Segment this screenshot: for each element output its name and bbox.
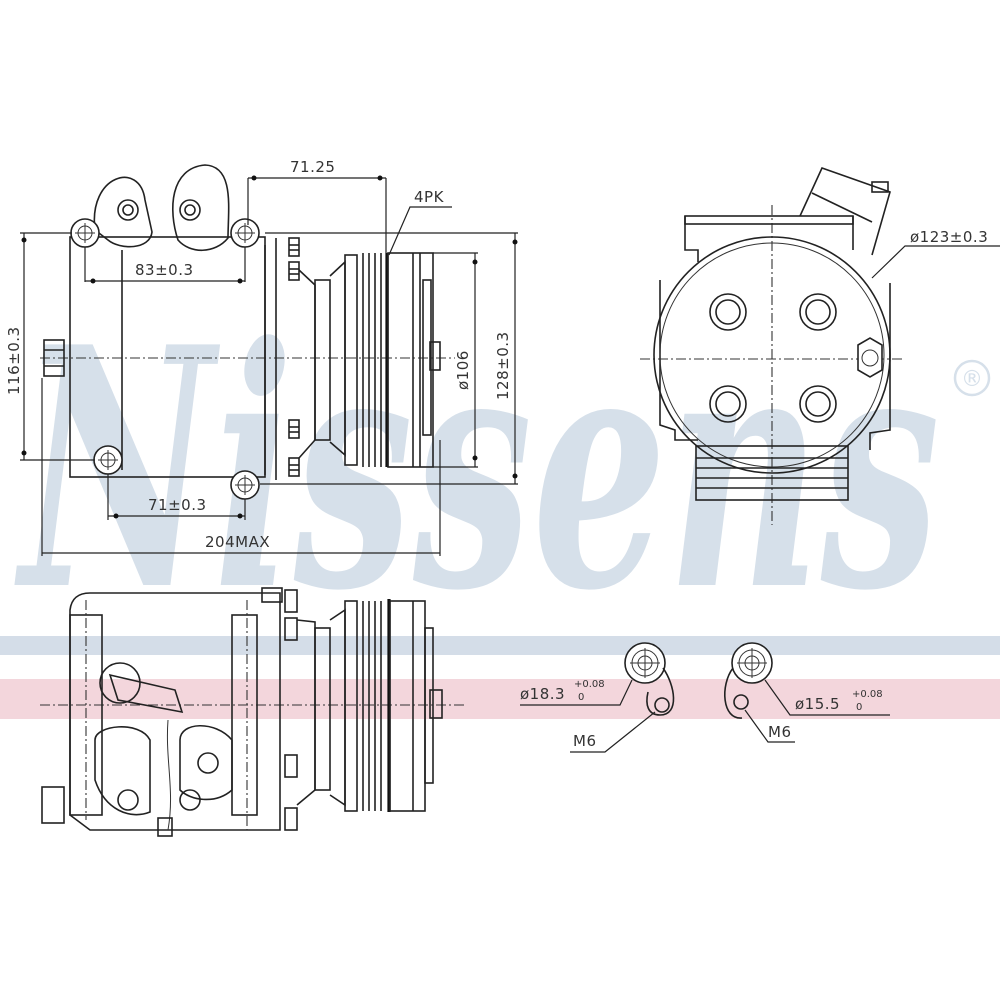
svg-text:®: ®	[961, 367, 983, 392]
svg-text:ø106: ø106	[454, 350, 472, 390]
dim-mount-height: 116±0.3	[5, 232, 95, 461]
watermark-stripe-pink	[0, 679, 1000, 719]
bolt-pattern	[709, 293, 837, 423]
port-detail-1: ø18.3 +0.08 0 M6	[520, 642, 675, 753]
svg-text:+0.08: +0.08	[574, 679, 605, 690]
svg-text:128±0.3: 128±0.3	[494, 331, 512, 400]
dim-clutch-offset: 71.25	[247, 158, 387, 253]
electrical-connector	[799, 167, 891, 256]
svg-text:ø15.5: ø15.5	[795, 695, 840, 713]
dim-overall-length: 204MAX	[41, 378, 441, 556]
svg-text:71.25: 71.25	[290, 158, 335, 176]
top-view-fittings	[41, 662, 233, 837]
svg-text:4PK: 4PK	[414, 188, 445, 206]
svg-text:116±0.3: 116±0.3	[5, 326, 23, 395]
svg-text:204MAX: 204MAX	[205, 533, 270, 551]
svg-text:71±0.3: 71±0.3	[148, 496, 207, 514]
svg-text:ø123±0.3: ø123±0.3	[910, 228, 988, 246]
svg-text:M6: M6	[573, 732, 597, 750]
svg-text:M6: M6	[768, 723, 792, 741]
dim-pulley-type: 4PK	[388, 188, 452, 256]
svg-text:83±0.3: 83±0.3	[135, 261, 194, 279]
dim-mount-top-spacing: 83±0.3	[84, 247, 246, 284]
svg-text:0: 0	[856, 702, 862, 713]
watermark: Nissens ®	[0, 275, 1000, 719]
top-port-fittings	[93, 164, 230, 251]
top-view	[40, 587, 465, 837]
registered-mark-icon: ®	[953, 359, 991, 397]
dim-mount-bottom-spacing: 71±0.3	[107, 474, 246, 520]
watermark-brand: Nissens	[13, 275, 940, 663]
dim-body-diameter: ø123±0.3	[871, 228, 1000, 279]
svg-text:0: 0	[578, 692, 584, 703]
side-view: 71.25 4PK 83±0.3 116±0.3	[5, 158, 518, 556]
dim-overall-height: 128±0.3	[260, 232, 518, 485]
front-view: ø123±0.3	[640, 167, 1000, 525]
svg-text:+0.08: +0.08	[852, 689, 883, 700]
port-detail-2: ø15.5 +0.08 0 M6	[724, 642, 890, 743]
mounting-ears	[70, 218, 260, 500]
svg-text:ø18.3: ø18.3	[520, 685, 565, 703]
